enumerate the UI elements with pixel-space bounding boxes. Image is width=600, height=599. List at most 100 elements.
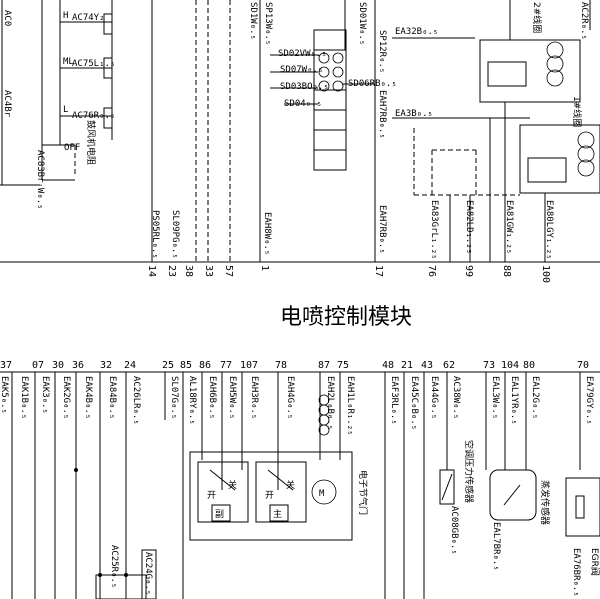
wire-ac75: AC75L₁.₅ <box>72 59 115 69</box>
coil-1-label: 1#线圈 <box>571 96 583 127</box>
pin-24: 24 <box>124 360 136 371</box>
main-switch-label: 开 <box>265 490 274 501</box>
fuse-sd02: SD02VW₀.₅ <box>278 49 327 59</box>
bottom-left-relays: AC25R₀.₅ AC24G₀.₅ <box>95 545 157 599</box>
wire-ea44g: EA44G₀.₅ <box>429 376 439 419</box>
wire-sp13w: SP13W₀.₅ <box>263 2 273 45</box>
fuse-sd07: SD07W₀.₅ <box>280 65 323 75</box>
pin-85: 85 <box>180 360 192 371</box>
pin-32: 32 <box>100 360 112 371</box>
wire-ac25r: AC25R₀.₅ <box>109 545 119 588</box>
motor-m: M <box>319 489 325 499</box>
wire-al18ry: AL18RY₀.₅ <box>187 376 197 425</box>
wire-eah2l: EAH2L₀B₀.₅ <box>325 376 335 430</box>
wire-eal3w: EAL3W₀.₅ <box>490 376 500 419</box>
pin-99: 99 <box>463 265 474 277</box>
wire-ac4: AC4Br <box>2 90 12 118</box>
main-switch-off: 关 <box>286 479 295 491</box>
pin-88: 88 <box>501 265 512 277</box>
top-wires: SD1W₀.₅ SP13W₀.₅ SP12R₀.₅ SD01W₀.₅ EAH7R… <box>151 0 397 262</box>
ac-pressure-sensor: 空调压力传感器 AC08GB₀.₅ <box>439 440 475 555</box>
wire-sl07g: SL07G₀.₅ <box>169 376 179 419</box>
wire-ac38w: AC38W₀.₅ <box>451 376 461 419</box>
pin-48: 48 <box>382 360 394 371</box>
egr-label: EGR阀 <box>589 548 600 576</box>
wire-eak4b: EAK4B₀.₅ <box>83 376 93 419</box>
blower-resistor-area: H ML L OFF AC74Y₂ AC75L₁.₅ AC76R₀.₅ AC83… <box>0 0 115 210</box>
wire-sd1w: SD1W₀.₅ <box>248 2 258 40</box>
ecu-bottom-pins: 37 07 30 36 32 24 25 85 86 77 107 78 87 … <box>0 360 589 371</box>
fuse-sd03: SD03BO₀.₅ <box>280 82 329 92</box>
wire-ea80: EA80LGY₁.₂₅ <box>544 200 554 260</box>
main-sensor-label: 主 <box>273 508 282 520</box>
ignition-coils: EA32B₀.₅ EA3B₀.₅ 2#线圈 1#线圈 AC2R₀.₅ <box>392 0 600 262</box>
pin-38: 38 <box>183 265 194 277</box>
fuse-sd04: SD04₀.₅ <box>284 99 322 109</box>
wire-ea81: EA81GW₁.₂₅ <box>504 200 514 254</box>
wire-eal1yr: EAL1YR₀.₅ <box>509 376 519 425</box>
pin-75: 75 <box>337 360 349 371</box>
wire-ea79gy: EA79GY₀.₅ <box>584 376 594 425</box>
coil-1-box <box>519 124 600 194</box>
aux-sensor-label: 副 <box>215 509 224 520</box>
wire-ac76: AC76R₀.₅ <box>72 111 115 121</box>
pin-37: 37 <box>0 360 12 371</box>
wire-eah7rb-top: EAH7RB₀.₅ <box>377 90 387 139</box>
wire-eah7rb: EAH7RB₀.₅ <box>377 205 387 254</box>
pin-57: 57 <box>223 265 234 277</box>
pin-23: 23 <box>166 265 177 277</box>
pin-87: 87 <box>318 360 330 371</box>
bottom-wires <box>11 372 581 599</box>
pin-17: 17 <box>373 265 384 277</box>
throttle-label: 电子节气门 <box>357 470 369 515</box>
wire-ac08gb: AC08GB₀.₅ <box>449 506 459 555</box>
pin-86: 86 <box>199 360 211 371</box>
egr-valve: EGR阀 EA76BR₀.₅ <box>565 477 600 597</box>
wire-eak2g: EAK2G₀.₅ <box>61 376 71 419</box>
pin-77: 77 <box>220 360 232 371</box>
wire-ac2r: AC2R₀.₅ <box>579 2 589 40</box>
pin-104: 104 <box>501 360 519 371</box>
wire-ea76br: EA76BR₀.₅ <box>571 548 581 597</box>
wire-ps05: PS05RL₀.₅ <box>150 210 160 259</box>
wire-eah6b: EAH6B₀.₅ <box>207 376 217 419</box>
bottom-wire-labels: EAK5₀.₅ EAK1B₀.₅ EAK3₀.₅ EAK2G₀.₅ EAK4B₀… <box>0 376 594 436</box>
wire-sl09: SL09PG₀.₅ <box>170 210 180 259</box>
wire-ea45c: EA45C₀B₀.₅ <box>409 376 419 430</box>
pin-76: 76 <box>426 265 437 277</box>
vapor-sensor-label: 蒸发传感器 <box>539 480 551 525</box>
aux-switch-label: 开 <box>207 490 216 501</box>
wire-eaf3rl: EAF3RL₀.₅ <box>389 376 399 425</box>
label-off: OFF <box>64 143 80 153</box>
wire-eal7br: EAL7BR₀.₅ <box>491 522 501 571</box>
label-ml: ML <box>63 57 74 67</box>
pin-43: 43 <box>421 360 433 371</box>
top-wire-labels: PS05RL₀.₅ SL09PG₀.₅ EAH8W₀.₅ EAH7RB₀.₅ E… <box>150 200 554 260</box>
wire-sp12r: SP12R₀.₅ <box>377 30 387 73</box>
pin-25: 25 <box>162 360 174 371</box>
fuse-sd06: SD06RB₀.₅ <box>348 79 397 89</box>
wire-ea83: EA83GrL₁.₂₅ <box>429 200 439 260</box>
wire-ea32b: EA32B₀.₅ <box>395 27 438 37</box>
label-l: L <box>63 105 68 115</box>
wire-eak1b: EAK1B₀.₅ <box>19 376 29 419</box>
wire-ac26lr: AC26LR₀.₅ <box>131 376 141 425</box>
wire-eak3: EAK3₀.₅ <box>40 376 50 414</box>
pin-107: 107 <box>240 360 258 371</box>
blower-resistor-caption: 鼓风机电阻 <box>85 120 97 165</box>
pin-70: 70 <box>577 360 589 371</box>
wire-eak5: EAK5₀.₅ <box>0 376 9 414</box>
pin-07: 07 <box>32 360 44 371</box>
wire-ea82: EA82LD₁.₂₅ <box>464 200 474 254</box>
wire-ea3b: EA3B₀.₅ <box>395 109 433 119</box>
wire-eah1l: EAH1L₀R₁.₂₅ <box>345 376 355 436</box>
wire-ac24g: AC24G₀.₅ <box>143 552 153 595</box>
pin-78: 78 <box>275 360 287 371</box>
wire-ac83: AC83Br·W₀.₅ <box>35 150 45 210</box>
connector-block <box>313 29 347 171</box>
pin-1: 1 <box>259 265 270 271</box>
wire-eah4g: EAH4G₀.₅ <box>285 376 295 419</box>
pin-100: 100 <box>540 265 551 283</box>
pin-73: 73 <box>483 360 495 371</box>
